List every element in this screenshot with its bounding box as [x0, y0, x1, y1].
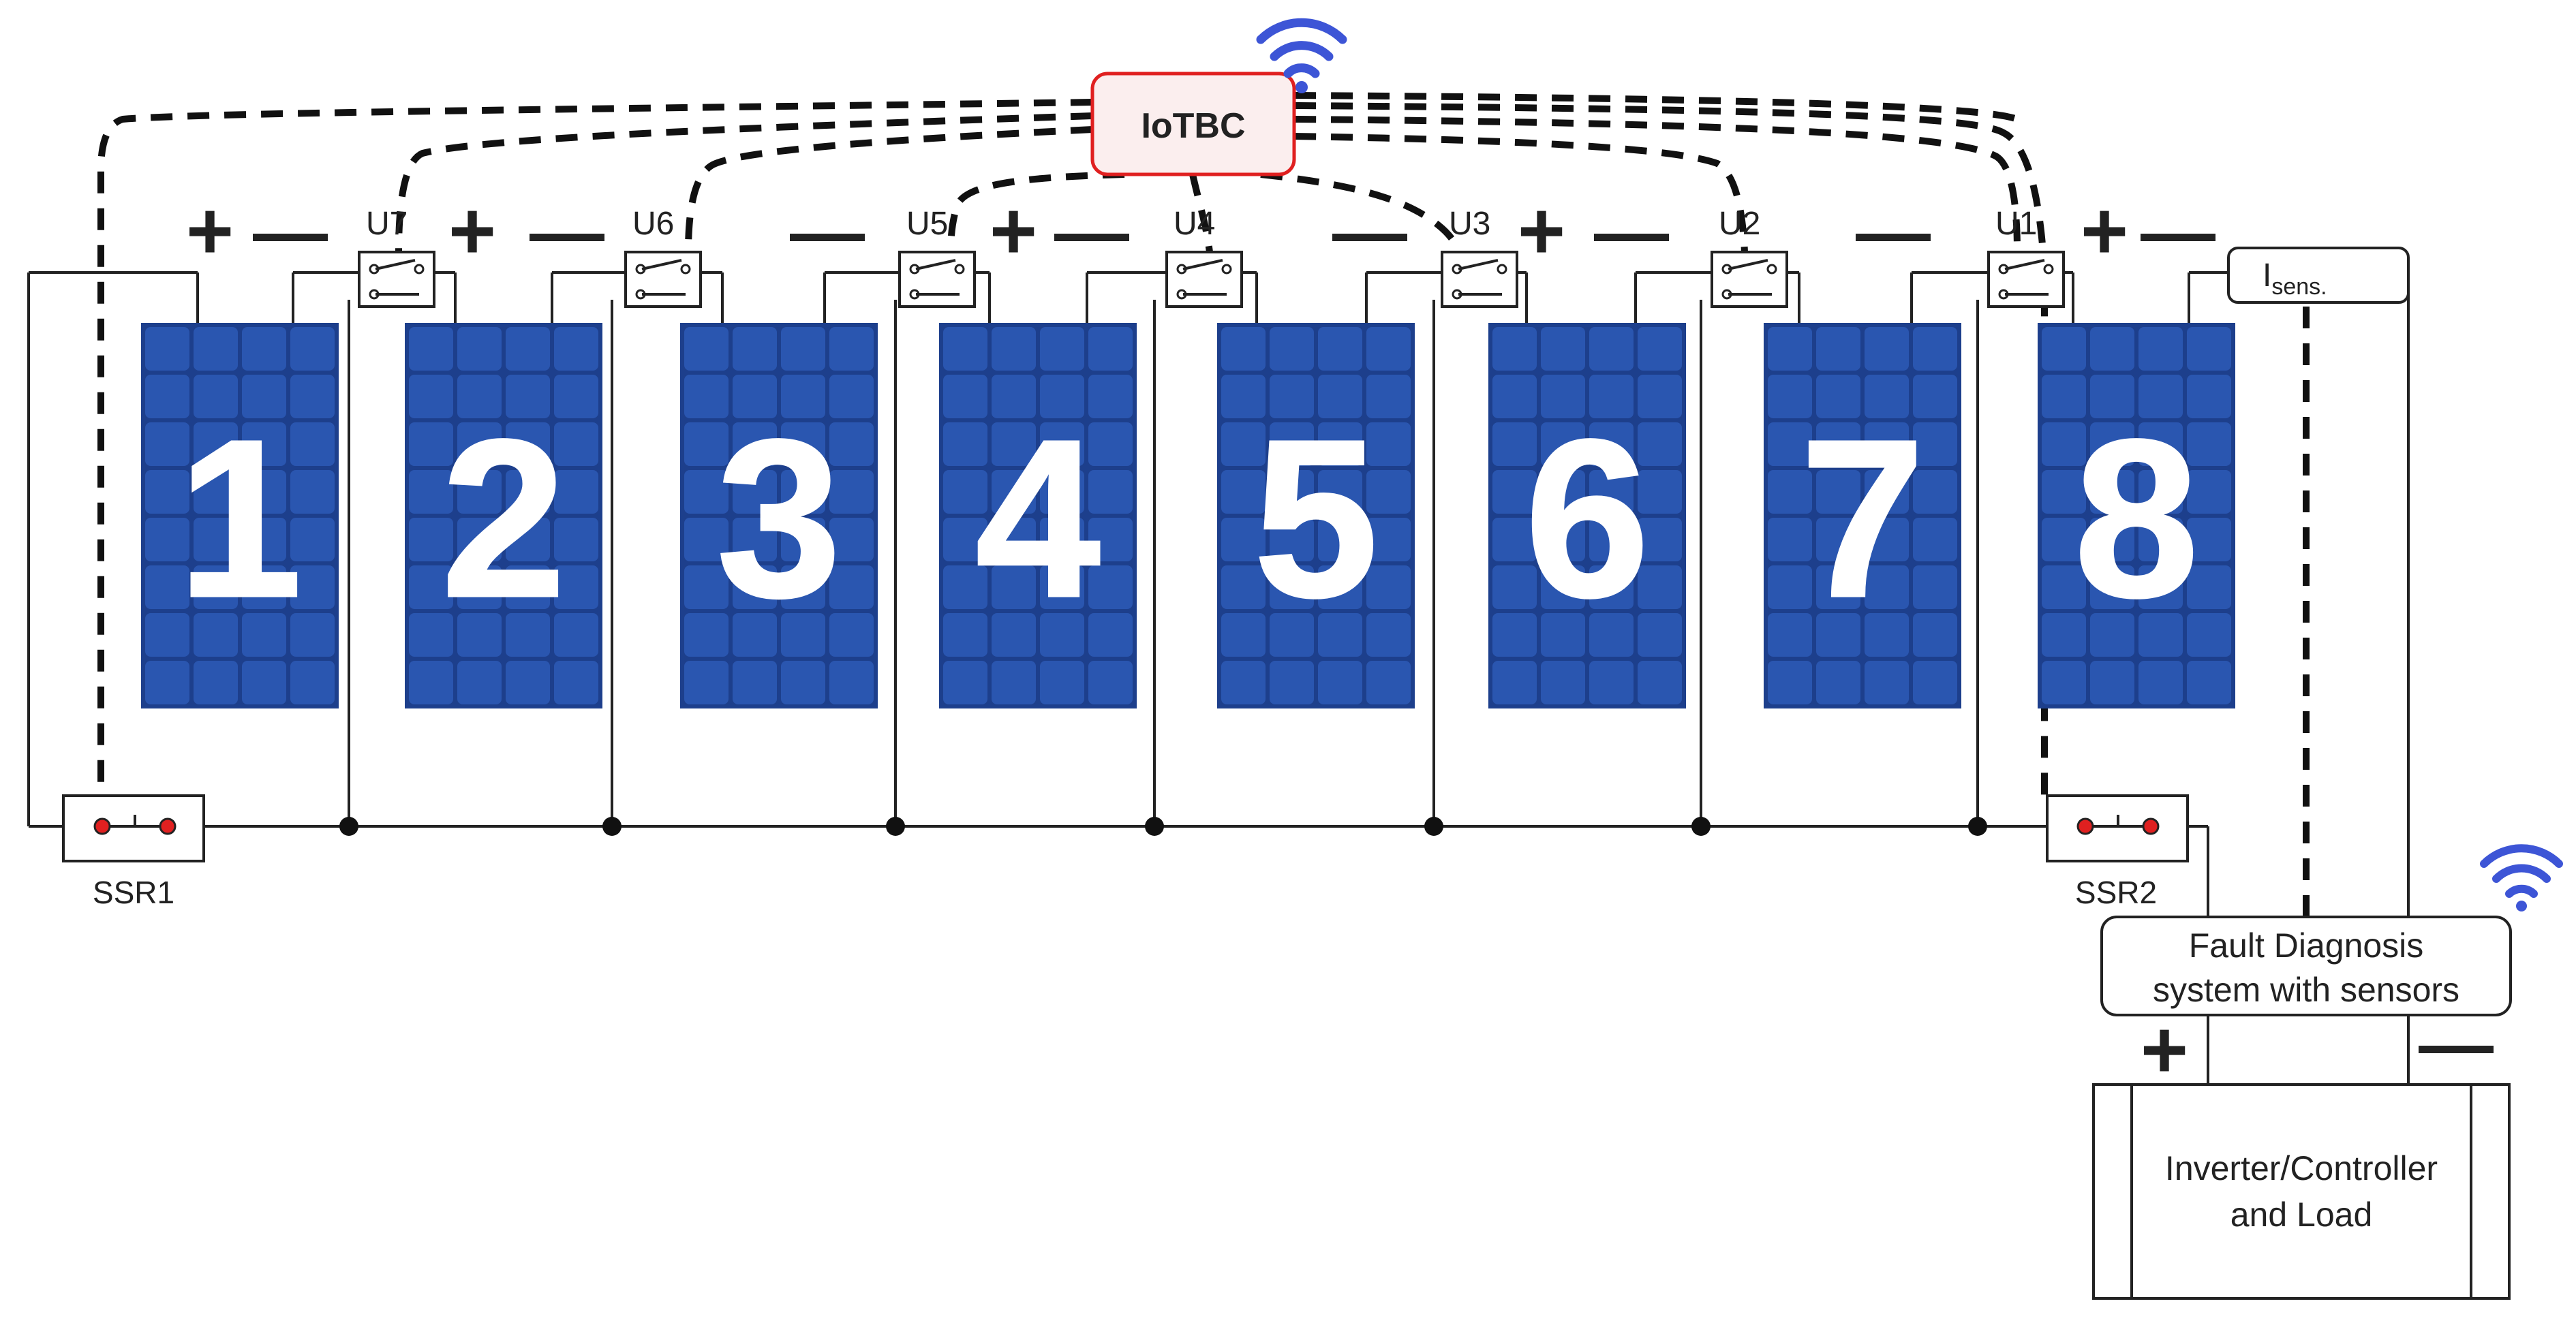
- switch-label-u7: U7: [366, 206, 408, 242]
- link-ssr1: [97, 99, 1093, 815]
- fault-diagnosis-system: Fault Diagnosis system with sensors: [2100, 916, 2512, 1016]
- output-minus-sign: —: [2419, 1002, 2494, 1086]
- solar-panel-6: 6: [1488, 323, 1686, 708]
- solar-panel-7: 7: [1764, 323, 1961, 708]
- bus-junction: [339, 817, 358, 836]
- switch-label-u1: U1: [1995, 206, 2037, 242]
- bus-junction: [1691, 817, 1711, 836]
- switch-u5: U5: [898, 206, 976, 308]
- sensor-subscript: sens.: [2271, 274, 2327, 300]
- switch-label-u2: U2: [1719, 206, 1760, 242]
- solar-panel-5: 5: [1217, 323, 1415, 708]
- bus-junction: [886, 817, 905, 836]
- plus-sign: +: [1518, 185, 1565, 277]
- panel-number-8: 8: [2074, 392, 2199, 644]
- panel-number-6: 6: [1524, 392, 1650, 644]
- switch-label-u4: U4: [1174, 206, 1215, 242]
- plus-sign: +: [186, 185, 234, 277]
- link-u5: [947, 171, 1125, 253]
- wifi-icon: [1256, 18, 1347, 93]
- switch-u3: U3: [1441, 206, 1518, 308]
- minus-sign: —: [2141, 190, 2215, 274]
- switch-label-u5: U5: [906, 206, 948, 242]
- sensor-symbol: I: [2263, 258, 2271, 294]
- bus-junction: [1145, 817, 1164, 836]
- polarity-marks: +++++————————: [186, 185, 2215, 277]
- switches: U7 U6 U5 U4 U3 U2 U1: [358, 206, 2065, 308]
- switch-u2: U2: [1711, 206, 1788, 308]
- link-u4: [1189, 173, 1213, 253]
- solar-panel-1: 1: [141, 323, 339, 708]
- plus-sign: +: [990, 185, 1037, 277]
- link-u3: [1260, 171, 1462, 253]
- link-ssr2: [1293, 102, 2048, 796]
- bus-junction: [602, 817, 622, 836]
- inverter-load: Inverter/Controller and Load: [2092, 1083, 2511, 1300]
- panel-number-4: 4: [975, 392, 1102, 644]
- panel-number-1: 1: [177, 392, 303, 644]
- link-u7: [395, 112, 1093, 253]
- iotbc-box: [1090, 72, 1296, 176]
- ssr1-label: SSR1: [93, 875, 174, 910]
- link-u6: [685, 126, 1093, 253]
- minus-sign: —: [253, 190, 328, 274]
- output-plus-sign: +: [2141, 1004, 2188, 1095]
- solar-panel-2: 2: [405, 323, 602, 708]
- wifi-icon: [2480, 844, 2563, 911]
- switch-label-u3: U3: [1449, 206, 1490, 242]
- svg-text:Isens.: Isens.: [2263, 258, 2327, 300]
- minus-sign: —: [790, 190, 865, 274]
- link-ssr2-extra: [1293, 92, 2019, 123]
- load-line2: and Load: [2230, 1196, 2373, 1234]
- fault-diagnosis-line2: system with sensors: [2153, 971, 2459, 1009]
- solar-panel-8: 8: [2038, 323, 2235, 708]
- ssr2-label: SSR2: [2075, 875, 2157, 910]
- load-line1: Inverter/Controller: [2165, 1149, 2438, 1187]
- switch-u7: U7: [358, 206, 435, 308]
- iotbc-controller[interactable]: IoTBC: [1090, 72, 1296, 176]
- panel-number-3: 3: [716, 392, 842, 644]
- ssr2-relay: SSR2: [2046, 794, 2189, 910]
- minus-sign: —: [1856, 190, 1931, 274]
- minus-sign: —: [1594, 190, 1669, 274]
- switch-label-u6: U6: [632, 206, 674, 242]
- switch-u1: U1: [1987, 206, 2065, 308]
- switch-u6: U6: [624, 206, 702, 308]
- panel-number-7: 7: [1800, 392, 1925, 644]
- minus-sign: —: [1332, 190, 1407, 274]
- plus-sign: +: [448, 185, 496, 277]
- minus-sign: —: [1054, 190, 1129, 274]
- circuit-wires: [27, 271, 2410, 1085]
- minus-sign: —: [530, 190, 604, 274]
- panel-number-5: 5: [1253, 392, 1379, 644]
- switch-u4: U4: [1165, 206, 1243, 308]
- link-u2: [1293, 133, 1748, 253]
- panel-number-2: 2: [441, 392, 566, 644]
- fault-diagnosis-line1: Fault Diagnosis: [2189, 926, 2424, 965]
- wireless-control-links: [97, 92, 2310, 917]
- solar-panel-4: 4: [939, 323, 1137, 708]
- iotbc-label: IoTBC: [1141, 106, 1245, 146]
- ssr1-relay: SSR1: [62, 794, 205, 910]
- solar-panel-3: 3: [680, 323, 878, 708]
- current-sensor: Isens.: [2227, 247, 2410, 304]
- bus-junction: [1424, 817, 1443, 836]
- plus-sign: +: [2081, 185, 2128, 277]
- bus-junction: [1968, 817, 1987, 836]
